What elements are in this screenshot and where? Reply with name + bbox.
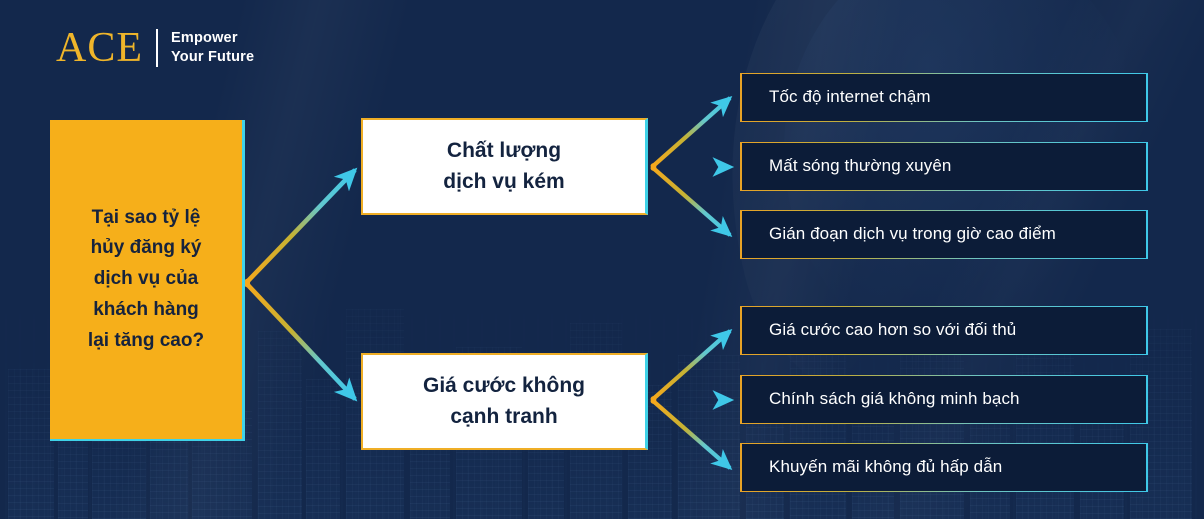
branch-box-uncompetitive-price[interactable]: Giá cước không cạnh tranh bbox=[361, 353, 648, 450]
cause-box-opaque-pricing[interactable]: Chính sách giá không minh bạch bbox=[740, 375, 1148, 424]
brand-logo-tagline: Empower Your Future bbox=[171, 29, 254, 68]
cause-box-signal-loss[interactable]: Mất sóng thường xuyên bbox=[740, 142, 1148, 191]
cause-label-weak-promotions: Khuyến mãi không đủ hấp dẫn bbox=[769, 457, 1003, 477]
cause-box-higher-price[interactable]: Giá cước cao hơn so với đối thủ bbox=[740, 306, 1148, 355]
brand-tagline-line-2: Your Future bbox=[171, 49, 255, 65]
brand-logo-wordmark: ACE bbox=[56, 25, 143, 71]
cause-box-peak-outage[interactable]: Gián đoạn dịch vụ trong giờ cao điểm bbox=[740, 210, 1148, 259]
branch-label-uncompetitive-price: Giá cước không cạnh tranh bbox=[422, 374, 585, 428]
root-question-text: Tại sao tỷ lệ hủy đăng ký dịch vụ của kh… bbox=[87, 206, 205, 351]
cause-label-opaque-pricing: Chính sách giá không minh bạch bbox=[769, 389, 1020, 409]
cause-box-weak-promotions[interactable]: Khuyến mãi không đủ hấp dẫn bbox=[740, 443, 1148, 492]
root-question-box[interactable]: Tại sao tỷ lệ hủy đăng ký dịch vụ của kh… bbox=[50, 120, 245, 441]
cause-label-signal-loss: Mất sóng thường xuyên bbox=[769, 156, 952, 176]
brand-logo: ACE Empower Your Future bbox=[56, 27, 254, 69]
cause-box-slow-internet[interactable]: Tốc độ internet chậm bbox=[740, 73, 1148, 122]
branch-label-service-quality: Chất lượng dịch vụ kém bbox=[443, 139, 565, 193]
cause-label-slow-internet: Tốc độ internet chậm bbox=[769, 87, 931, 107]
brand-tagline-line-1: Empower bbox=[171, 29, 238, 46]
brand-logo-divider bbox=[156, 29, 158, 67]
cause-label-peak-outage: Gián đoạn dịch vụ trong giờ cao điểm bbox=[769, 224, 1056, 244]
cause-label-higher-price: Giá cước cao hơn so với đối thủ bbox=[769, 320, 1017, 340]
branch-box-service-quality[interactable]: Chất lượng dịch vụ kém bbox=[361, 118, 648, 215]
